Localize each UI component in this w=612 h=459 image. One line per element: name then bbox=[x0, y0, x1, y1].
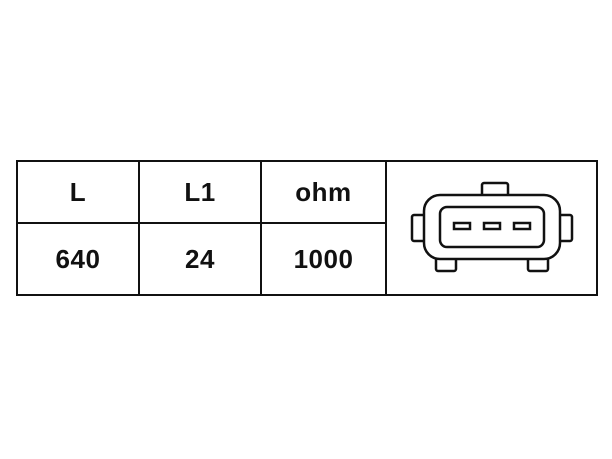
header-l1: L1 bbox=[140, 162, 260, 224]
value-l: 640 bbox=[55, 243, 101, 274]
spec-table: L 640 L1 24 ohm 1000 bbox=[16, 160, 598, 296]
connector-cell bbox=[387, 162, 596, 294]
header-ohm: ohm bbox=[262, 162, 385, 224]
column-ohm: ohm 1000 bbox=[262, 162, 387, 294]
column-l: L 640 bbox=[18, 162, 140, 294]
three-pin-connector-icon bbox=[410, 181, 573, 273]
value-l1: 24 bbox=[185, 243, 215, 274]
column-l1: L1 24 bbox=[140, 162, 262, 294]
header-l: L bbox=[18, 162, 138, 224]
pin-1 bbox=[452, 221, 471, 231]
pin-3 bbox=[512, 221, 531, 231]
value-ohm: 1000 bbox=[293, 243, 354, 274]
pin-2 bbox=[482, 221, 501, 231]
